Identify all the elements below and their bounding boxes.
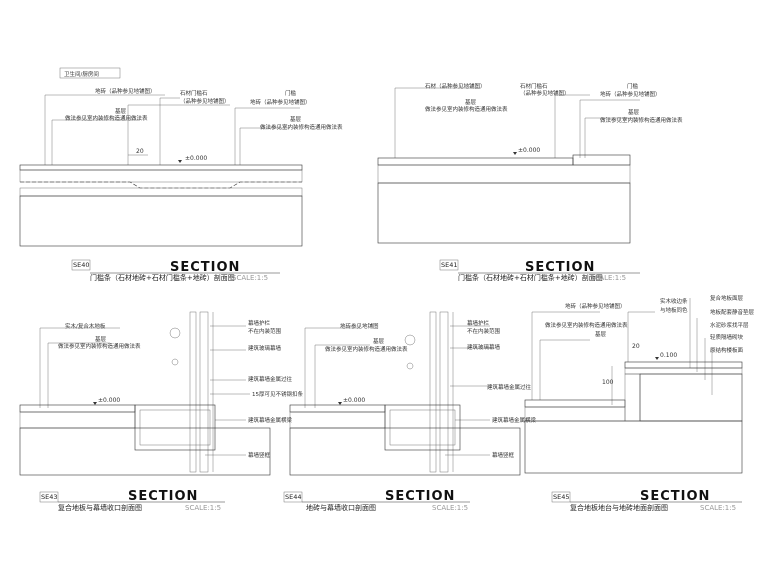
label-tile: 地砖参见地铺图 (340, 322, 379, 330)
label-base: 基层 (115, 107, 127, 115)
label-base-r-note: 做法参见室内装修构造通用做法表 (260, 123, 343, 131)
label-floor-tile-r: 地砖（品种参见地铺图） (250, 98, 311, 106)
label-door-sill: 门槛 (627, 82, 639, 90)
label-edge-strip-note: 与地板同色 (660, 306, 688, 314)
detail-se40: 卫生间/厨房间 地砖（品种参见地铺图） 石材门槛石 （品种参见地铺图） 门槛 地… (19, 67, 343, 282)
label-floor-tile: 地砖（品种参见地铺图） (600, 90, 661, 98)
detail-scale: SCALE:1:5 (590, 274, 626, 282)
label-base: 基层 (95, 335, 107, 343)
label-base-r: 基层 (628, 108, 640, 116)
detail-se45: 地砖（品种参见地铺图） 基层 做法参见室内装修构造通用做法表 实木收边条 与地板… (524, 294, 755, 512)
detail-se44: 地砖参见地铺图 基层 做法参见室内装修构造通用做法表 幕墙护栏 不在内装范围 建… (283, 311, 537, 512)
label-base-note: 做法参见室内装修构造通用做法表 (425, 105, 508, 113)
section-label: SECTION (640, 489, 710, 504)
label-base-r-note: 做法参见室内装修构造通用做法表 (600, 116, 683, 124)
label-base: 基层 (373, 337, 385, 345)
label-base-note: 做法参见室内装修构造通用做法表 (58, 342, 141, 350)
label-edge-strip: 实木收边条 (660, 297, 688, 305)
label-stone: 石材（品种参见地铺图） (425, 82, 486, 90)
label-base-note: 做法参见室内装修构造通用做法表 (325, 345, 408, 353)
label-wood-surface: 复合地板面层 (710, 294, 744, 302)
label-stone-sill-note: （品种参见地铺图） (520, 89, 570, 97)
label-railing-note: 不在内装范围 (248, 327, 282, 335)
level-mark: ±0.000 (185, 155, 207, 162)
detail-code: SE44 (285, 493, 302, 501)
label-base-r: 基层 (290, 115, 302, 123)
label-glass-wall: 建筑玻璃幕墙 (467, 343, 501, 351)
label-stone-sill: 石材门槛石 (180, 89, 208, 97)
detail-scale: SCALE:1:5 (700, 504, 736, 512)
label-metal-transom: 建筑幕墙金属过往 (487, 383, 532, 391)
detail-title: 复合地板与幕墙收口剖面图 (58, 503, 142, 512)
detail-code: SE45 (553, 493, 570, 501)
label-wood-floor: 实木/复合木地板 (65, 322, 106, 330)
label-door-sill: 门槛 (285, 89, 297, 97)
label-tile: 地砖（品种参见地铺图） (565, 302, 626, 310)
label-metal-beam: 建筑幕墙金属横梁 (248, 416, 293, 424)
level-mark: ±0.000 (343, 397, 365, 404)
label-mullion: 幕墙竖框 (248, 451, 271, 459)
detail-title: 门槛条（石材地砖+石材门槛条+地砖）剖面图 (90, 273, 235, 282)
label-railing: 幕墙护栏 (467, 319, 490, 327)
label-stone-sill-note: （品种参见地铺图） (180, 97, 230, 105)
level-mark: 0.100 (660, 352, 677, 359)
detail-scale: SCALE:1:5 (432, 504, 468, 512)
detail-scale: SCALE:1:5 (232, 274, 268, 282)
section-label: SECTION (170, 260, 240, 275)
section-label: SECTION (525, 260, 595, 275)
label-silent-pad: 地板配套静音垫层 (710, 308, 755, 316)
label-base-note: 做法参见室内装修构造通用做法表 (65, 114, 148, 122)
label-floor-tile: 地砖（品种参见地铺图） (95, 87, 156, 95)
section-label: SECTION (385, 489, 455, 504)
dim-100: 100 (602, 379, 614, 386)
detail-title: 复合地板地台与地砖地面剖面图 (570, 503, 668, 512)
detail-se41: 石材（品种参见地铺图） 石材门槛石 （品种参见地铺图） 门槛 地砖（品种参见地铺… (377, 82, 683, 282)
label-railing: 幕墙护栏 (248, 319, 271, 327)
label-stone-sill: 石材门槛石 (520, 82, 548, 90)
detail-scale: SCALE:1:5 (185, 504, 221, 512)
detail-title: 门槛条（石材地砖+石材门槛条+地砖）剖面图 (458, 273, 603, 282)
detail-code: SE40 (73, 261, 90, 269)
label-glass-wall: 建筑玻璃幕墙 (248, 344, 282, 352)
label-railing-note: 不在内装范围 (467, 327, 501, 335)
detail-title: 地砖与幕墙收口剖面图 (306, 503, 376, 512)
label-steel-strip: 15厚可见不锈钢扣条 (252, 390, 303, 398)
detail-code: SE43 (41, 493, 58, 501)
dim-20: 20 (632, 343, 640, 350)
label-mullion: 幕墙竖框 (492, 451, 515, 459)
label-block: 轻质隔墙砌块 (710, 333, 744, 341)
level-mark: ±0.000 (98, 397, 120, 404)
detail-code: SE41 (441, 261, 458, 269)
label-base-note: 做法参见室内装修构造通用做法表 (545, 321, 628, 329)
label-base: 基层 (595, 330, 607, 338)
room-label: 卫生间/厨房间 (64, 70, 99, 78)
detail-se43: 实木/复合木地板 基层 做法参见室内装修构造通用做法表 幕墙护栏 不在内装范围 … (19, 311, 303, 512)
label-metal-beam: 建筑幕墙金属横梁 (492, 416, 537, 424)
level-mark: ±0.000 (518, 147, 540, 154)
section-label: SECTION (128, 489, 198, 504)
label-mortar: 水泥砂浆找平层 (710, 321, 749, 329)
room-label-box (59, 67, 121, 79)
label-metal-transom: 建筑幕墙金属过往 (248, 375, 293, 383)
label-slab: 原结构楼板面 (710, 346, 744, 354)
label-base: 基层 (465, 98, 477, 106)
dim-20: 20 (136, 148, 144, 155)
